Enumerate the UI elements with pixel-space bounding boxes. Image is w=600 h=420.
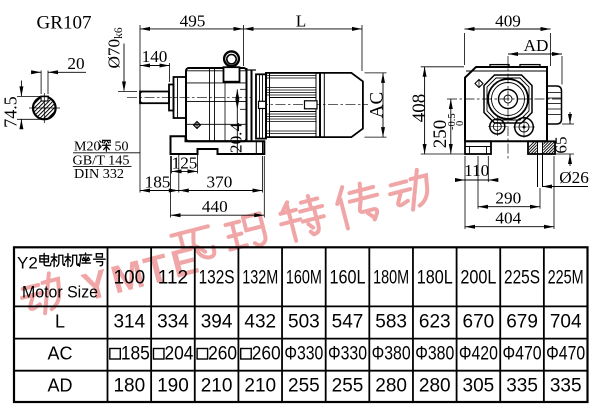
svg-text:409: 409 bbox=[495, 12, 521, 31]
svg-text:65: 65 bbox=[552, 136, 571, 153]
svg-text:225S: 225S bbox=[504, 268, 540, 289]
svg-text:408: 408 bbox=[409, 94, 430, 123]
svg-text:Φ380: Φ380 bbox=[415, 344, 454, 365]
svg-text:394: 394 bbox=[201, 312, 233, 333]
svg-text:190: 190 bbox=[157, 376, 189, 397]
svg-text:110: 110 bbox=[464, 161, 489, 180]
svg-text:Φ380: Φ380 bbox=[372, 344, 411, 365]
svg-text:704: 704 bbox=[550, 312, 582, 333]
svg-text:0: 0 bbox=[455, 121, 466, 126]
svg-text:180M: 180M bbox=[373, 268, 409, 289]
svg-text:Φ470: Φ470 bbox=[546, 344, 585, 365]
svg-text:Ø26: Ø26 bbox=[559, 168, 589, 187]
svg-text:250: 250 bbox=[430, 120, 451, 149]
svg-text:305: 305 bbox=[463, 376, 495, 397]
svg-text:-0.5: -0.5 bbox=[447, 113, 458, 130]
svg-text:404: 404 bbox=[495, 209, 521, 228]
svg-text:440: 440 bbox=[202, 197, 228, 216]
svg-text:AC: AC bbox=[47, 344, 72, 364]
svg-text:314: 314 bbox=[113, 312, 145, 333]
svg-text:204: 204 bbox=[164, 344, 193, 365]
svg-text:185: 185 bbox=[121, 344, 150, 365]
svg-text:200L: 200L bbox=[460, 268, 496, 289]
svg-text:210: 210 bbox=[201, 376, 233, 397]
svg-text:180L: 180L bbox=[417, 268, 453, 289]
svg-text:255: 255 bbox=[288, 376, 320, 397]
svg-text:Φ330: Φ330 bbox=[328, 344, 367, 365]
svg-text:679: 679 bbox=[506, 312, 538, 333]
svg-text:Φ420: Φ420 bbox=[459, 344, 498, 365]
svg-text:Φ470: Φ470 bbox=[503, 344, 542, 365]
svg-text:112: 112 bbox=[158, 268, 188, 289]
svg-text:583: 583 bbox=[375, 312, 407, 333]
svg-text:495: 495 bbox=[180, 12, 206, 31]
svg-text:503: 503 bbox=[288, 312, 320, 333]
svg-text:AD: AD bbox=[47, 376, 72, 396]
svg-text:210: 210 bbox=[244, 376, 276, 397]
svg-text:185: 185 bbox=[145, 173, 171, 192]
svg-text:260: 260 bbox=[252, 344, 281, 365]
svg-text:140: 140 bbox=[142, 47, 168, 66]
svg-text:L: L bbox=[55, 312, 65, 332]
svg-text:AD: AD bbox=[524, 36, 549, 55]
svg-text:DIN 332: DIN 332 bbox=[74, 166, 124, 181]
svg-text:432: 432 bbox=[244, 312, 276, 333]
svg-text:335: 335 bbox=[550, 376, 582, 397]
svg-text:180: 180 bbox=[113, 376, 145, 397]
svg-text:260: 260 bbox=[208, 344, 237, 365]
svg-text:335: 335 bbox=[506, 376, 538, 397]
svg-text:74.5: 74.5 bbox=[1, 96, 21, 128]
svg-text:125: 125 bbox=[172, 154, 198, 173]
svg-text:Y2: Y2 bbox=[17, 254, 38, 273]
svg-text:160M: 160M bbox=[286, 268, 322, 289]
svg-text:334: 334 bbox=[157, 312, 189, 333]
svg-text:255: 255 bbox=[332, 376, 364, 397]
svg-text:20: 20 bbox=[67, 54, 84, 73]
svg-text:280: 280 bbox=[419, 376, 451, 397]
svg-text:290: 290 bbox=[495, 189, 521, 208]
svg-text:20.4: 20.4 bbox=[227, 123, 246, 153]
svg-text:225M: 225M bbox=[548, 268, 584, 289]
svg-text:280: 280 bbox=[375, 376, 407, 397]
svg-text:Motor Size: Motor Size bbox=[22, 284, 98, 302]
svg-text:100: 100 bbox=[113, 268, 145, 289]
svg-text:L: L bbox=[296, 12, 307, 31]
svg-text:623: 623 bbox=[419, 312, 451, 333]
svg-text:Ø70k6: Ø70k6 bbox=[105, 27, 126, 68]
svg-text:Φ330: Φ330 bbox=[284, 344, 323, 365]
svg-text:GB/T 145: GB/T 145 bbox=[73, 152, 130, 167]
svg-text:670: 670 bbox=[463, 312, 495, 333]
svg-text:160L: 160L bbox=[330, 268, 366, 289]
svg-text:AC: AC bbox=[367, 92, 388, 118]
svg-text:GR107: GR107 bbox=[37, 13, 92, 34]
svg-text:547: 547 bbox=[332, 312, 364, 333]
svg-text:370: 370 bbox=[207, 173, 233, 192]
svg-text:132S: 132S bbox=[199, 268, 235, 289]
svg-text:132M: 132M bbox=[242, 268, 278, 289]
